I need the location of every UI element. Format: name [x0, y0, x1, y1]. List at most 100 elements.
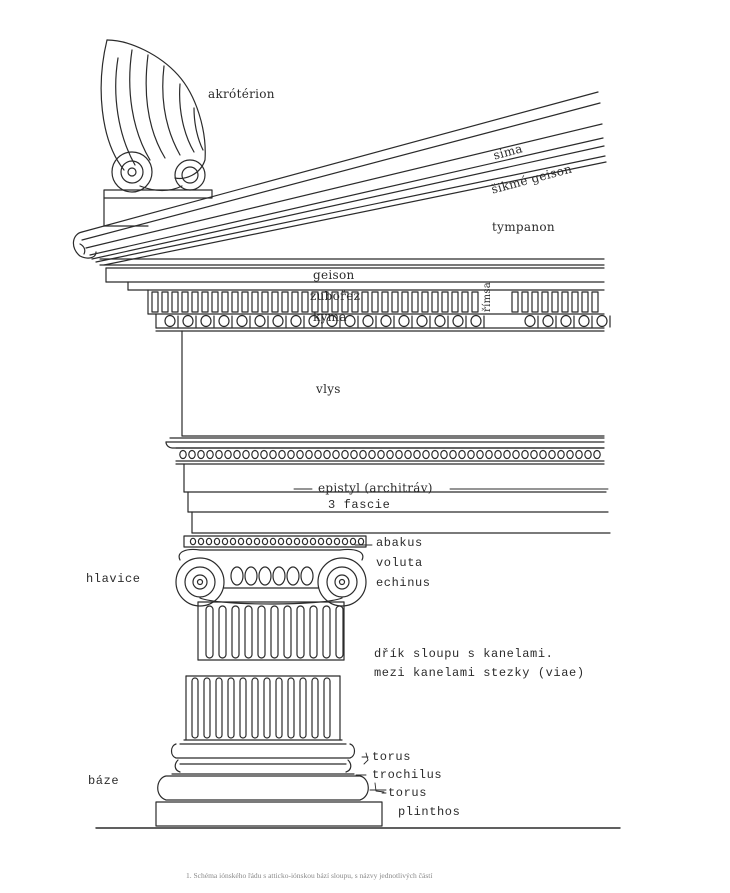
label-akroterion: akrótérion [208, 87, 275, 101]
dentil [531, 291, 539, 313]
dentil [191, 291, 199, 313]
egg [218, 314, 230, 328]
dentil [271, 291, 279, 313]
bead [395, 449, 403, 460]
label-tympanon: tympanon [492, 220, 555, 234]
flute [244, 605, 253, 659]
abacus-egg [261, 537, 269, 546]
egg [452, 314, 464, 328]
flute [311, 677, 319, 739]
dentil [261, 291, 269, 313]
dentil [441, 291, 449, 313]
abacus-egg [309, 537, 317, 546]
flute [239, 677, 247, 739]
label-echinus: echinus [376, 576, 431, 590]
egg [326, 314, 338, 328]
dentil [291, 291, 299, 313]
bead [359, 449, 367, 460]
dentil [281, 291, 289, 313]
abacus-egg [253, 537, 261, 546]
egg [560, 314, 572, 328]
flute [251, 677, 259, 739]
bead [494, 449, 502, 460]
dentil [541, 291, 549, 313]
egg [470, 314, 482, 328]
dentil [551, 291, 559, 313]
dentil [151, 291, 159, 313]
flute [287, 677, 295, 739]
egg [416, 314, 428, 328]
label-hlavice: hlavice [86, 572, 141, 586]
bead [593, 449, 601, 460]
bead [206, 449, 214, 460]
flute [270, 605, 279, 659]
bead [323, 449, 331, 460]
bead [179, 449, 187, 460]
echinus-egg [300, 566, 314, 586]
frieze [181, 330, 605, 437]
abacus-egg [213, 537, 221, 546]
label-baze: báze [88, 774, 120, 788]
bead [485, 449, 493, 460]
bead [575, 449, 583, 460]
dentil [251, 291, 259, 313]
raking-cornice [72, 91, 607, 266]
shaft-lower [185, 675, 341, 741]
label-torus-lower: torus [388, 786, 428, 800]
shaft-upper [197, 601, 345, 661]
bead [512, 449, 520, 460]
horizontal-geison [99, 258, 605, 291]
flute [323, 677, 331, 739]
flute [231, 605, 240, 659]
egg [290, 314, 302, 328]
label-plinthos: plinthos [398, 805, 461, 819]
egg [200, 314, 212, 328]
dentil [461, 291, 469, 313]
dentil [301, 291, 309, 313]
echinus-egg [258, 566, 272, 586]
bead [431, 449, 439, 460]
egg [434, 314, 446, 328]
bead [503, 449, 511, 460]
dentil [571, 291, 579, 313]
dentil [511, 291, 519, 313]
abacus-egg [189, 537, 197, 546]
flute [275, 677, 283, 739]
dentil [581, 291, 589, 313]
label-abakus: abakus [376, 536, 423, 550]
label-voluta: voluta [376, 556, 423, 570]
label-vlys: vlys [316, 382, 341, 396]
bead [440, 449, 448, 460]
bead [287, 449, 295, 460]
dentil [321, 291, 329, 313]
abacus [183, 535, 367, 548]
egg [344, 314, 356, 328]
flute [299, 677, 307, 739]
dentil [331, 291, 339, 313]
attic-base [155, 739, 383, 827]
echinus-egg [272, 566, 286, 586]
egg [578, 314, 590, 328]
label-zuborez: zubořez [310, 289, 361, 303]
egg [542, 314, 554, 328]
bead [521, 449, 529, 460]
flute [215, 677, 223, 739]
dentil [381, 291, 389, 313]
egg [272, 314, 284, 328]
egg [524, 314, 536, 328]
dentil [431, 291, 439, 313]
akroterion-ornament [100, 39, 213, 199]
abacus-egg [317, 537, 325, 546]
dentil [401, 291, 409, 313]
flute [296, 605, 305, 659]
abacus-egg [245, 537, 253, 546]
flute [218, 605, 227, 659]
bead [584, 449, 592, 460]
bead [557, 449, 565, 460]
bead [278, 449, 286, 460]
egg [236, 314, 248, 328]
bead [305, 449, 313, 460]
egg [164, 314, 176, 328]
flute [257, 605, 266, 659]
